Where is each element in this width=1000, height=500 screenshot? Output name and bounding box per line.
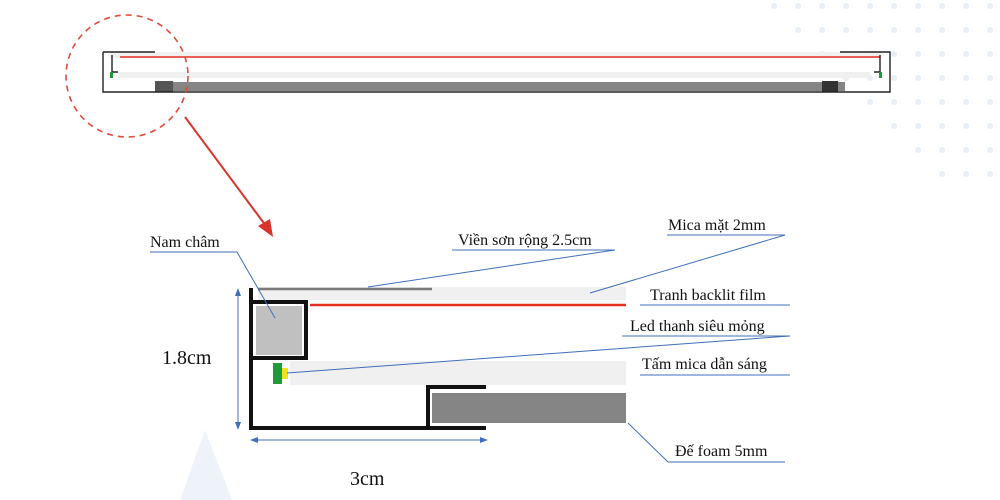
label-light-guide: Tấm mica dẫn sáng [642,356,767,373]
decorative-dot [939,3,945,9]
dimension-lines [235,288,488,443]
decorative-dot [939,99,945,105]
dimension-height: 1.8cm [162,347,212,369]
callout-circle [65,14,189,138]
decorative-dot [771,3,777,9]
decorative-dot [939,51,945,57]
decorative-dot [963,75,969,81]
decorative-dot [939,147,945,153]
overview-foam-left-cap [155,81,173,92]
decorative-dot [819,3,825,9]
label-paint-border: Viền sơn rộng 2.5cm [458,232,592,249]
leader-magnet [150,251,276,319]
callout-arrow-head [258,219,273,237]
decorative-dot [915,99,921,105]
callout-arrow-shaft [184,116,267,227]
overview-foam-right-cap [822,81,838,92]
led-green-chip [273,363,282,384]
height-arrow-top [235,288,241,296]
detail-section [249,287,626,430]
decorative-dot [891,27,897,33]
decorative-dot [963,27,969,33]
decorative-dot [891,75,897,81]
led-yellow-emitter [282,368,288,379]
decorative-dot [891,3,897,9]
decorative-dot [987,171,993,177]
label-led-bar: Led thanh siêu mỏng [630,318,765,335]
decorative-dot [963,99,969,105]
decorative-dot [987,123,993,129]
overview-led-right [879,72,882,78]
overview-led-left [110,72,113,78]
overview-frame [102,51,891,93]
aluminum-frame-profile [249,288,486,430]
decorative-dot [891,99,897,105]
decorative-dot [915,147,921,153]
decorative-dot [819,27,825,33]
decorative-dot [915,51,921,57]
height-arrow-bottom [235,422,241,430]
leader-mica-face [589,234,786,294]
decorative-dot [795,3,801,9]
decorative-dot [939,171,945,177]
leader-led-bar [286,335,791,374]
decorative-dot [939,123,945,129]
width-arrow-right [480,437,488,443]
leader-lines [150,234,791,463]
decorative-dot [915,27,921,33]
decorative-dot [963,147,969,153]
decorative-dot [891,123,897,129]
decorative-dot [891,51,897,57]
overview-mica-face [110,52,882,58]
light-guide-sheet [290,361,626,385]
width-arrow-left [250,437,258,443]
decorative-dot [843,3,849,9]
decorative-dot [987,3,993,9]
decorative-dot-pattern [771,3,993,177]
decorative-dot [867,27,873,33]
decorative-dot [987,99,993,105]
decorative-dot [915,75,921,81]
decorative-dot [867,99,873,105]
foam-base-block [432,393,626,423]
decorative-dot [987,51,993,57]
decorative-dot [963,51,969,57]
label-magnet: Nam châm [150,234,220,251]
decorative-dot [987,75,993,81]
leader-paint-border [367,249,616,288]
decorative-dot [867,3,873,9]
label-mica-face: Mica mặt 2mm [668,217,766,234]
decorative-dot [963,171,969,177]
decorative-dot [987,147,993,153]
decorative-dot [963,123,969,129]
decorative-dot [795,27,801,33]
magnet-block [256,306,302,355]
overview-foam-base [155,82,845,91]
decorative-dot [915,123,921,129]
decorative-dot [963,3,969,9]
decorative-dot [987,27,993,33]
decorative-dot [915,3,921,9]
decorative-dot [843,27,849,33]
decorative-dot [939,27,945,33]
leader-foam-base [627,422,785,463]
overview-light-guide [118,72,870,78]
decorative-triangle [180,430,232,500]
decorative-dot [939,75,945,81]
label-foam-base: Đế foam 5mm [675,443,768,460]
overview-panel [102,51,891,93]
label-backlit-film: Tranh backlit film [650,287,766,304]
dimension-width: 3cm [350,468,385,490]
